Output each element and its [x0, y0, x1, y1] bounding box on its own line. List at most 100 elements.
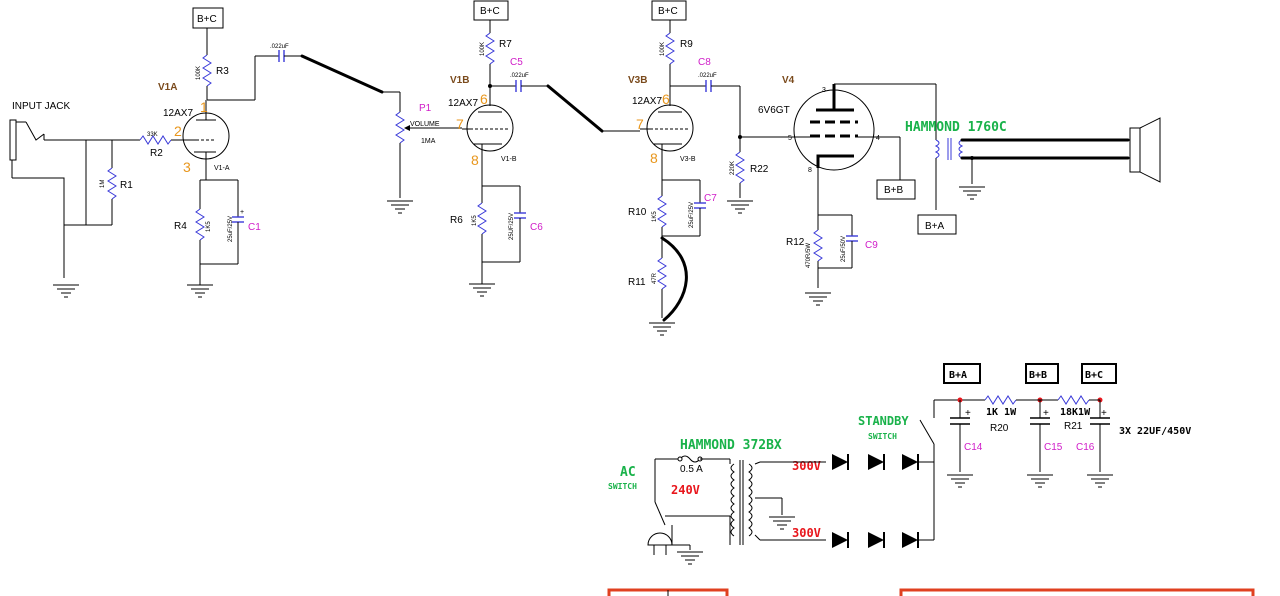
mains-voltage: 240V [671, 483, 700, 497]
input-jack: INPUT JACK [9, 101, 140, 278]
c7-value: 25uF/25V [689, 202, 695, 228]
ac-switch-title: AC [620, 465, 636, 480]
p1-value: 1MA [421, 138, 436, 145]
svg-text:+: + [240, 209, 244, 216]
v4-pin-cathode: 8 [808, 167, 812, 174]
standby-title: STANDBY [858, 414, 909, 428]
capacitor-c1: + 25uF/25V C1 [200, 180, 261, 265]
c8-name: C8 [698, 57, 711, 68]
r20-value: 1K 1W [986, 407, 1017, 418]
capacitor-c6: 25UF/25V C6 [482, 186, 543, 263]
supply-box-v3b: B+C [651, 0, 687, 33]
v1b-bplus-label: B+C [480, 6, 500, 17]
v4-type: 6V6GT [758, 105, 790, 116]
resistor-r12: 470R/5W R12 [786, 168, 852, 288]
r12-name: R12 [786, 237, 805, 248]
filter-bc-label: B+C [1085, 370, 1103, 381]
svg-text:+: + [965, 408, 971, 419]
r4-name: R4 [174, 221, 187, 232]
r7-name: R7 [499, 39, 512, 50]
c1-name: C1 [248, 222, 261, 233]
rectifier-diodes [831, 453, 935, 549]
c5-value: .022uF [510, 73, 529, 79]
bb-label: B+B [884, 185, 904, 196]
tube-v4: V4 6V6GT 3 5 4 8 [758, 75, 936, 174]
coupling-cap-c5: C5 .022uF [488, 57, 548, 92]
r9-value: 100K [660, 42, 666, 56]
v3b-name: V3B [628, 75, 647, 86]
speaker [1129, 117, 1161, 183]
resistor-r1: 1M R1 [100, 140, 133, 225]
v1a-pin-cathode: 3 [183, 159, 191, 175]
resistor-r4: 1K5 R4 [174, 179, 238, 264]
v1a-pin-grid: 2 [174, 123, 182, 139]
v3b-sub: V3-B [680, 156, 696, 163]
v1a-sub: V1-A [214, 165, 230, 172]
c6-name: C6 [530, 222, 543, 233]
r3-name: R3 [216, 66, 229, 77]
supply-box-v1b: B+C [473, 0, 509, 33]
c15-name: C15 [1044, 442, 1063, 453]
pt-label: HAMMOND 372BX [680, 438, 782, 453]
v1a-type: 12AX7 [163, 108, 193, 119]
c9-name: C9 [865, 240, 878, 251]
fuse: 0.5 A [655, 455, 731, 475]
c5-name: C5 [510, 57, 523, 68]
r22-value: 220K [730, 161, 736, 175]
r21-value: 18K1W [1060, 407, 1091, 418]
ac-switch-sub: SWITCH [608, 482, 637, 491]
volume-pot-p1: P1 VOLUME 1MA [382, 91, 440, 198]
resistor-r2: 33K R2 [139, 132, 188, 159]
r11-value: 47R [652, 272, 658, 284]
r1-name: R1 [120, 180, 133, 191]
v1b-pin-plate: 6 [480, 91, 488, 107]
v3b-pin-grid: 7 [636, 116, 644, 132]
v1b-sub: V1-B [501, 156, 517, 163]
supply-box-v1a: B+C [192, 7, 224, 55]
ba-label: B+A [925, 221, 945, 232]
v1b-name: V1B [450, 75, 469, 86]
supply-box-bb: B+B [876, 179, 916, 200]
c7-name: C7 [704, 193, 717, 204]
r4-value: 1K5 [206, 221, 212, 232]
fuse-label: 0.5 A [680, 464, 703, 475]
c-v1a-value: .022uF [270, 44, 289, 50]
r10-name: R10 [628, 207, 647, 218]
r10-value: 1K5 [652, 211, 658, 222]
r2-value: 33K [147, 132, 158, 138]
filter-ba-label: B+A [949, 370, 967, 381]
ot-label: HAMMOND 1760C [905, 120, 1007, 135]
r21-name: R21 [1064, 421, 1083, 432]
c8-value: .022uF [698, 73, 717, 79]
v4-pin-screen: 4 [876, 135, 880, 142]
p1-name: P1 [419, 103, 432, 114]
capacitor-c7: 25uF/25V C7 [662, 180, 717, 237]
tube-v1a: V1A 12AX7 V1-A 1 2 3 [158, 82, 230, 180]
v4-name: V4 [782, 75, 795, 86]
v4-pin-grid: 5 [788, 135, 792, 142]
r12-value: 470R/5W [806, 243, 812, 268]
input-jack-label: INPUT JACK [12, 101, 70, 112]
v1a-pin-plate: 1 [200, 99, 208, 115]
sec-voltage-top: 300V [792, 459, 821, 473]
r7-value: 100K [480, 42, 486, 56]
svg-text:+: + [1101, 408, 1107, 419]
c9-value: 25uF/50V [841, 236, 847, 262]
resistor-r3: 100K R3 [196, 54, 255, 101]
resistor-r6: 1K5 R6 [450, 185, 520, 262]
filter-bb-label: B+B [1029, 370, 1047, 381]
resistor-r9: 100K R9 [660, 32, 693, 106]
coupling-cap-c8: C8 .022uF [670, 57, 740, 92]
r6-value: 1K5 [472, 215, 478, 226]
c14-name: C14 [964, 442, 983, 453]
r20-name: R20 [990, 423, 1009, 434]
r22-name: R22 [750, 164, 769, 175]
output-transformer: HAMMOND 1760C [905, 84, 1130, 210]
resistor-r11: 47R R11 [628, 236, 667, 318]
v1b-type: 12AX7 [448, 98, 478, 109]
resistor-r10: 1K5 R10 [628, 179, 700, 236]
tube-v1b: V1B 12AX7 V1-B 6 7 8 [448, 75, 517, 186]
coupling-cap-v1a: .022uF [254, 44, 302, 100]
c6-value: 25UF/25V [509, 213, 515, 240]
